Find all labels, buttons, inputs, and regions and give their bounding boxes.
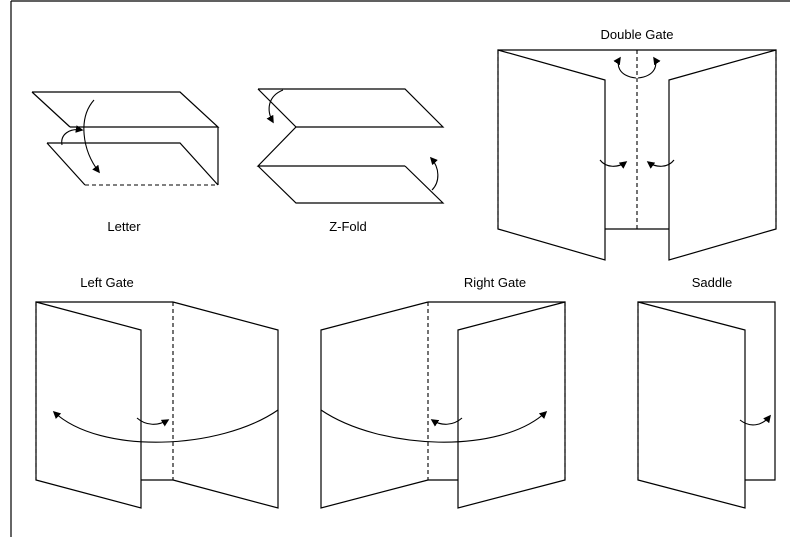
- lg-arrow-small: [136, 417, 170, 427]
- saddle-back-panel: [638, 301, 776, 481]
- double-gate-diagram: Double Gate: [497, 27, 777, 261]
- saddle-label: Saddle: [692, 275, 732, 290]
- zfold-top-left-edge: [257, 88, 297, 128]
- dg-arrow-right: [646, 159, 675, 169]
- z-fold-diagram: Z-Fold: [256, 88, 445, 234]
- left-gate-label: Left Gate: [80, 275, 133, 290]
- lg-right-panel: [172, 301, 279, 509]
- zfold-arrow-bottom: [429, 156, 439, 191]
- saddle-front-panel: [637, 301, 746, 509]
- lg-flap: [35, 301, 142, 509]
- rg-arrow-small: [430, 417, 463, 427]
- zfold-bottom-panel: [257, 165, 445, 204]
- letter-top-edge: [31, 91, 71, 128]
- letter-bottom-panel: [47, 142, 219, 186]
- zfold-arrow-top: [266, 89, 284, 124]
- double-gate-label: Double Gate: [601, 27, 674, 42]
- dg-arrow-up-right: [637, 56, 661, 79]
- letter-fold-diagram: Letter: [31, 91, 220, 234]
- saddle-arrow: [739, 414, 771, 426]
- right-gate-diagram: Right Gate: [320, 275, 566, 509]
- letter-label: Letter: [107, 219, 141, 234]
- dg-arrow-up-left: [613, 56, 637, 79]
- rg-arrow-large: [320, 409, 548, 443]
- zfold-top-panel: [258, 88, 445, 128]
- rg-left-panel: [320, 301, 429, 509]
- dg-left-flap: [497, 49, 606, 261]
- rg-flap: [457, 301, 566, 509]
- left-gate-diagram: Left Gate: [35, 275, 279, 509]
- letter-fold-arrow-large: [83, 99, 100, 174]
- letter-fold-arrow-small: [61, 125, 84, 146]
- letter-bottom-left-edge: [46, 142, 86, 186]
- zfold-middle-panel: [256, 126, 405, 167]
- saddle-diagram: Saddle: [637, 275, 776, 509]
- dg-arrow-left: [599, 159, 628, 169]
- outer-frame: [10, 0, 790, 537]
- right-gate-label: Right Gate: [464, 275, 526, 290]
- lg-arrow-large: [52, 409, 279, 443]
- letter-top-panel: [32, 91, 220, 128]
- z-fold-label: Z-Fold: [329, 219, 367, 234]
- dg-right-flap: [668, 49, 777, 261]
